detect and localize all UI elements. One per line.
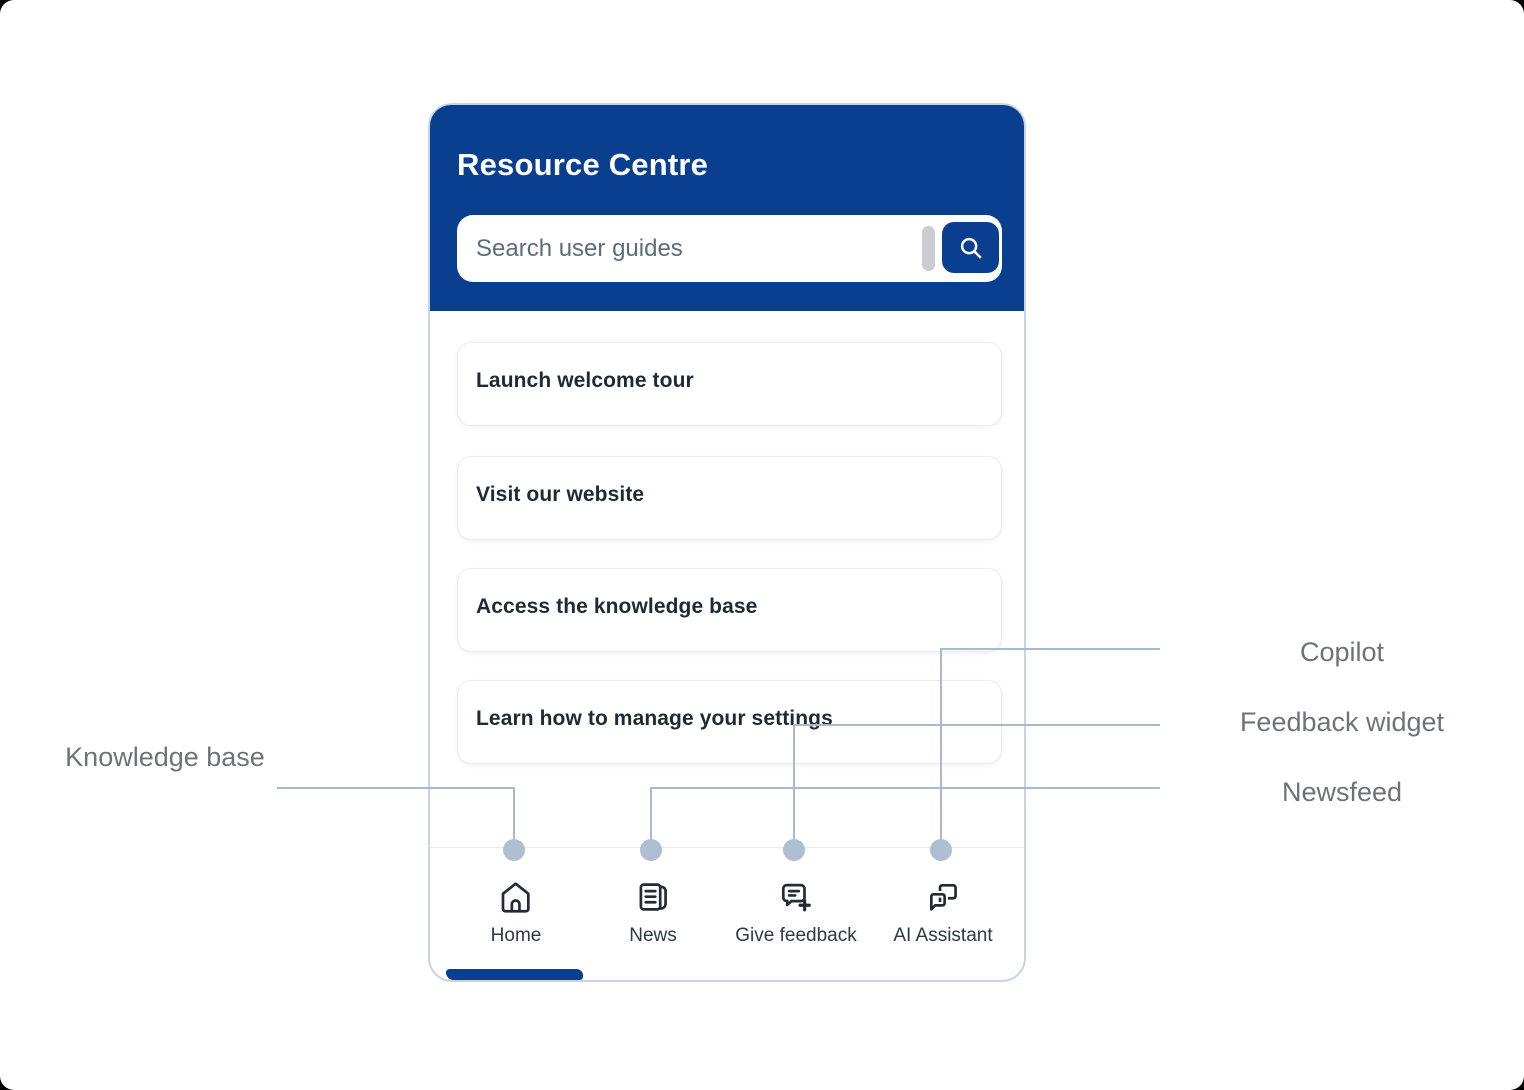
active-tab-indicator — [446, 969, 583, 980]
give-feedback-icon — [777, 878, 815, 916]
card-label: Visit our website — [476, 483, 645, 506]
card-visit-our-website[interactable]: Visit our website — [457, 456, 1002, 540]
card-launch-welcome-tour[interactable]: Launch welcome tour — [457, 342, 1002, 426]
annotation-newsfeed: Newsfeed — [1281, 777, 1403, 807]
card-label: Launch welcome tour — [476, 369, 694, 392]
connector-line-copilot-drop — [940, 648, 942, 850]
connector-line-feedback-widget-drop — [793, 724, 795, 850]
nav-item-ai-assistant[interactable]: AI Assistant — [893, 878, 993, 947]
card-access-knowledge-base[interactable]: Access the knowledge base — [457, 568, 1002, 652]
annotation-copilot: Copilot — [1299, 637, 1385, 667]
search-input[interactable] — [457, 215, 931, 282]
connector-line-newsfeed — [650, 787, 1160, 789]
connector-line-knowledge-base-drop — [513, 787, 515, 850]
annotation-knowledge-base: Knowledge base — [65, 742, 265, 772]
nav-item-news[interactable]: News — [629, 878, 677, 947]
card-manage-settings[interactable]: Learn how to manage your settings — [457, 680, 1002, 764]
search-bar — [457, 215, 1002, 282]
annotation-feedback-widget: Feedback widget — [1239, 707, 1445, 737]
nav-label-give-feedback: Give feedback — [735, 925, 857, 946]
connector-dot-ai-assistant — [930, 839, 952, 861]
nav-label-ai-assistant: AI Assistant — [893, 925, 993, 946]
card-label: Learn how to manage your settings — [476, 707, 833, 730]
nav-label-news: News — [629, 925, 677, 946]
connector-line-feedback-widget — [793, 724, 1160, 726]
connector-line-knowledge-base — [277, 787, 515, 789]
widget-title: Resource Centre — [457, 147, 709, 182]
ai-assistant-icon — [924, 878, 962, 916]
nav-item-give-feedback[interactable]: Give feedback — [735, 878, 857, 947]
search-button[interactable] — [942, 222, 999, 273]
resource-centre-widget: Resource Centre Launch welcome tour — [428, 103, 1026, 982]
news-icon — [634, 878, 672, 916]
connector-dot-news — [640, 839, 662, 861]
search-icon — [956, 233, 986, 263]
connector-dot-home — [503, 839, 525, 861]
connector-line-copilot — [940, 648, 1160, 650]
widget-header: Resource Centre — [430, 105, 1024, 311]
bottom-nav: Home News — [430, 847, 1024, 980]
nav-label-home: Home — [490, 925, 542, 946]
search-scrollbar-thumb[interactable] — [922, 226, 935, 271]
connector-line-newsfeed-drop — [650, 787, 652, 850]
nav-item-home[interactable]: Home — [490, 878, 542, 947]
card-label: Access the knowledge base — [476, 595, 758, 618]
home-icon — [497, 878, 535, 916]
connector-dot-give-feedback — [783, 839, 805, 861]
